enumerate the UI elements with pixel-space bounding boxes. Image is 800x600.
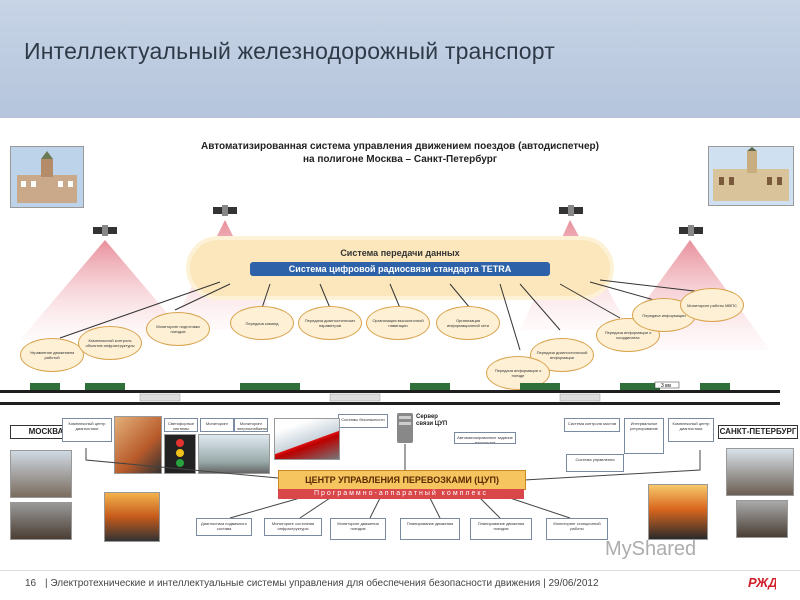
equipment-box: Мониторинг энергоснабжения <box>234 418 268 432</box>
left-track-photo <box>10 450 72 498</box>
equipment-box: Светофорные системы <box>164 418 198 432</box>
info-note: Мониторинг работы МВПС <box>680 288 744 322</box>
cup-output-box: Мониторинг состояния инфраструктуры <box>264 518 322 536</box>
city-spb: САНКТ-ПЕТЕРБУРГ <box>718 425 798 439</box>
info-note: Передача команд <box>230 306 294 340</box>
svg-text:3 км: 3 км <box>661 383 671 389</box>
equipment-box: Интервальное регулирование <box>624 418 664 454</box>
cup-connections <box>85 444 701 519</box>
high-speed-train-photo <box>274 418 340 460</box>
equipment-box: Мониторинг <box>200 418 234 432</box>
watermark: MyShared <box>605 538 697 560</box>
footer-divider <box>0 570 800 571</box>
page-title: Интеллектуальный железнодорожный транспо… <box>24 38 556 64</box>
diagram-title-line2: на полигоне Москва – Санкт-Петербург <box>303 154 497 165</box>
equipment-box: Системы безопасности <box>338 414 388 428</box>
rail-infrastructure-photo <box>198 434 270 474</box>
left-track-photo-2 <box>10 502 72 540</box>
cup-subtitle: Программно-аппаратный комплекс <box>278 489 524 499</box>
equipment-box: Автоматизированное задание маршрутов <box>454 432 516 444</box>
cloud-title: Система передачи данных <box>340 248 460 258</box>
server-icon <box>397 413 413 443</box>
page-number: 16 <box>25 578 37 589</box>
satellite-icon <box>213 205 237 216</box>
info-note: Организация информационной сети <box>436 306 500 340</box>
right-track-photo-2 <box>736 500 788 538</box>
equipment-box: Комплексный центр диагностики <box>62 418 112 442</box>
sunset-track-photo-2 <box>648 484 708 540</box>
moscow-station-photo <box>10 146 84 208</box>
crane-photo <box>114 416 162 474</box>
info-note: Передача диагностических параметров <box>298 306 362 340</box>
cup-title: ЦЕНТР УПРАВЛЕНИЯ ПЕРЕВОЗКАМИ (ЦУП) <box>278 470 526 490</box>
equipment-box: Система контроля мостов <box>564 418 620 432</box>
diagram-title: Автоматизированная система управления дв… <box>140 140 660 166</box>
cup-output-box: Планирование движения <box>400 518 460 540</box>
cup-output-box: Мониторинг движения поездов <box>330 518 386 540</box>
info-note: Управление движением работой <box>20 338 84 372</box>
satellite-icon <box>93 225 117 236</box>
satellite-icon <box>559 205 583 216</box>
right-track-photo <box>726 448 794 496</box>
spb-station-photo <box>708 146 794 206</box>
info-note: Мониторинг подготовки поездов <box>146 312 210 346</box>
railway-tracks: 3 км <box>0 381 780 405</box>
cup-output-box: Мониторинг станционной работы <box>546 518 608 540</box>
data-arrows <box>59 279 721 351</box>
footer-text: | Электротехнические и интеллектуальные … <box>45 578 599 589</box>
equipment-box: Комплексный центр диагностики <box>668 418 714 442</box>
svg-text:РЖД: РЖД <box>748 575 776 590</box>
sunset-track-photo <box>104 492 160 542</box>
info-note: Комплексный контроль объектов инфраструк… <box>78 326 142 360</box>
satellite-icon <box>679 225 703 236</box>
info-note: Организация высокоточной навигации <box>366 306 430 340</box>
rzd-logo-icon: РЖД <box>748 575 776 590</box>
cup-output-box: Планирование движения поездов <box>470 518 532 540</box>
header-band <box>0 0 800 118</box>
server-label: Сервер связи ЦУП <box>416 414 448 427</box>
tetra-label: Система цифровой радиосвязи стандарта TE… <box>250 262 550 276</box>
equipment-box: Система управления <box>566 454 624 472</box>
diagram-title-line1: Автоматизированная система управления дв… <box>201 141 599 152</box>
cup-output-box: Диагностика подвижного состава <box>196 518 252 536</box>
